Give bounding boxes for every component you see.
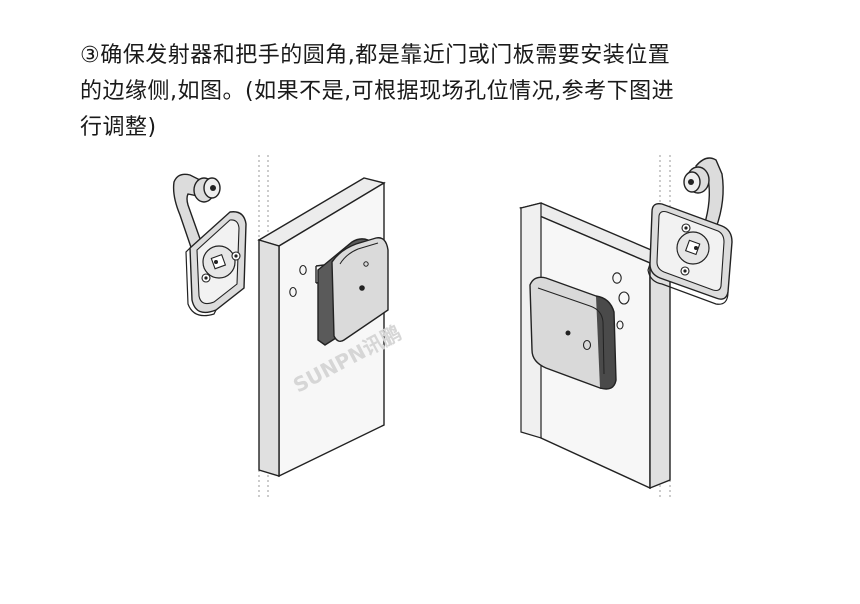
instruction-line-2: 的边缘侧,如图。(如果不是,可根据现场孔位情况,参考下图进: [80, 79, 675, 104]
right-assembly: [518, 155, 733, 498]
left-handle: [172, 173, 247, 317]
instruction-line-3: 行调整): [80, 115, 157, 140]
left-assembly: SUNPN讯鹏: [172, 155, 405, 498]
right-handle: [647, 157, 733, 305]
instruction-text: ③确保发射器和把手的圆角,都是靠近门或门板需要安装位置 的边缘侧,如图。(如果不…: [80, 38, 780, 146]
instruction-line-1: ③确保发射器和把手的圆角,都是靠近门或门板需要安装位置: [80, 43, 671, 68]
right-transmitter: [529, 276, 617, 390]
left-transmitter: [317, 237, 389, 346]
